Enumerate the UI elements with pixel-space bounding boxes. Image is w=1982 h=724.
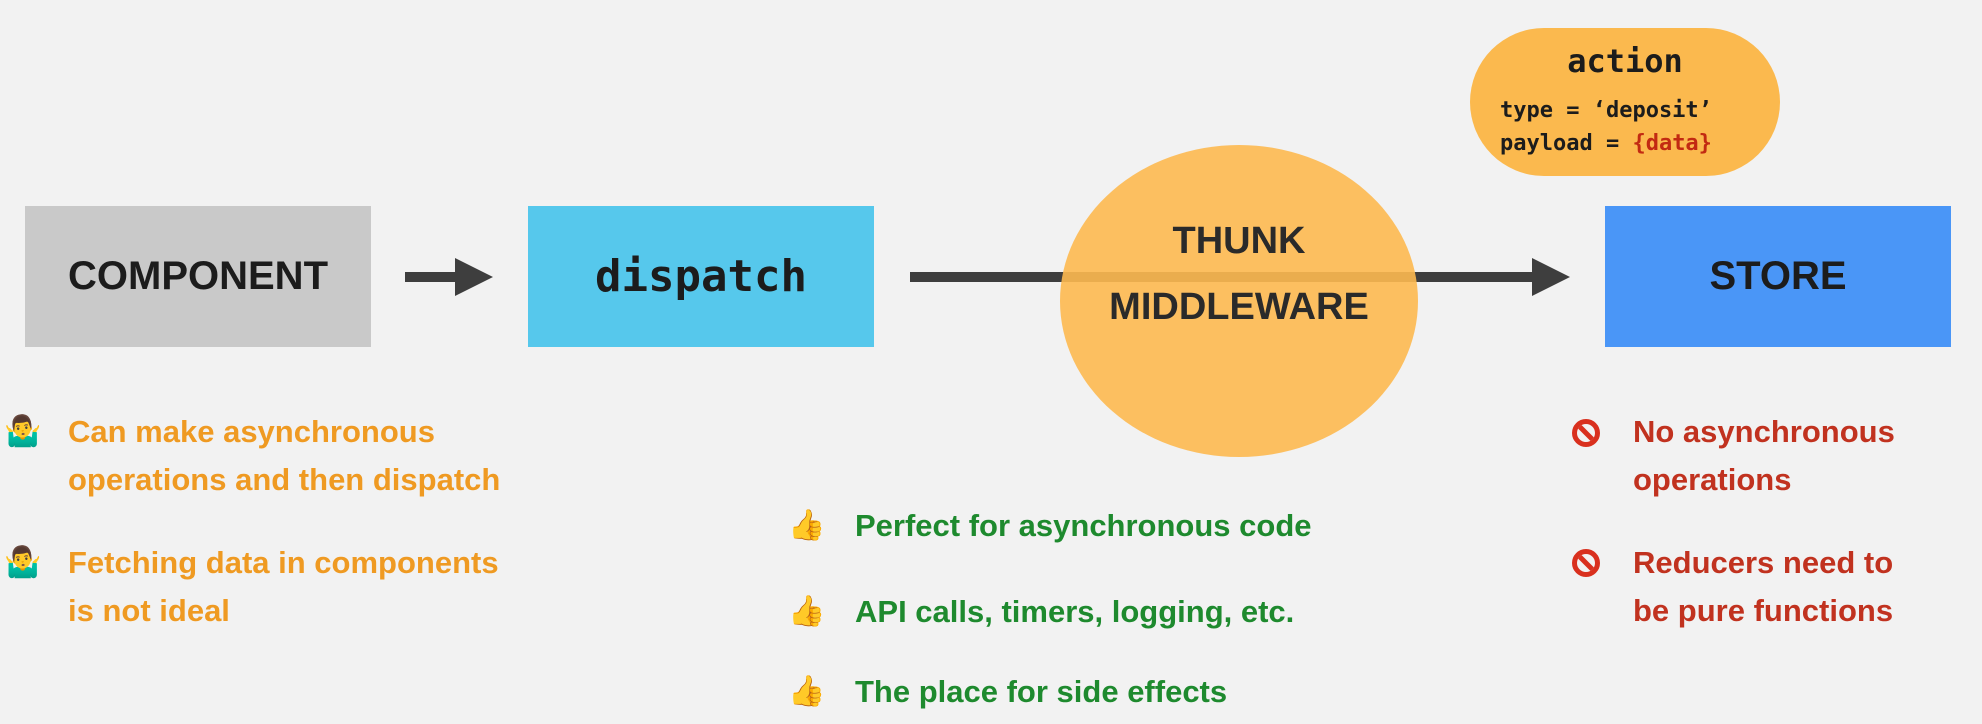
action-title: action bbox=[1567, 42, 1683, 80]
person-shrugging-icon: 🤷‍♂️ bbox=[4, 546, 42, 579]
thumbs-up-icon: 👍 bbox=[788, 509, 826, 542]
store-note-1-line1: No asynchronous bbox=[1633, 414, 1895, 449]
person-shrugging-icon: 🤷‍♂️ bbox=[4, 415, 42, 448]
action-payload-line: payload = {data} bbox=[1500, 131, 1712, 156]
store-label: STORE bbox=[1709, 254, 1847, 298]
arrowhead-to-store bbox=[1532, 258, 1570, 296]
action-payload-prefix: payload = bbox=[1500, 131, 1633, 156]
store-note-2-line1: Reducers need to bbox=[1633, 545, 1894, 580]
arrowhead-component-to-dispatch bbox=[455, 258, 493, 296]
action-type-line: type = ‘deposit’ bbox=[1500, 98, 1712, 123]
thumbs-up-icon: 👍 bbox=[788, 675, 826, 708]
dispatch-label: dispatch bbox=[595, 251, 807, 302]
thunk-label: THUNK bbox=[1172, 220, 1306, 262]
store-note-1: No asynchronous operations bbox=[1633, 408, 1895, 504]
component-note-1-line1: Can make asynchronous bbox=[68, 414, 435, 449]
store-note-1-line2: operations bbox=[1633, 462, 1792, 497]
component-note-2-line2: is not ideal bbox=[68, 593, 230, 628]
store-box: STORE bbox=[1605, 206, 1951, 347]
store-note-2-line2: be pure functions bbox=[1633, 593, 1894, 628]
dispatch-box: dispatch bbox=[528, 206, 874, 347]
component-note-1-line2: operations and then dispatch bbox=[68, 462, 501, 497]
middleware-note-2: API calls, timers, logging, etc. bbox=[855, 594, 1295, 629]
component-label: COMPONENT bbox=[68, 254, 328, 298]
middleware-note-3: The place for side effects bbox=[855, 674, 1228, 709]
arrow-component-to-dispatch bbox=[405, 272, 475, 282]
thumbs-up-icon: 👍 bbox=[788, 595, 826, 628]
prohibited-icon bbox=[1572, 549, 1600, 577]
component-note-1: Can make asynchronous operations and the… bbox=[68, 408, 500, 504]
prohibited-icon bbox=[1572, 419, 1600, 447]
component-note-2-line1: Fetching data in components bbox=[68, 545, 499, 580]
action-payload-value: {data} bbox=[1632, 131, 1712, 156]
middleware-label: MIDDLEWARE bbox=[1109, 286, 1369, 328]
thunk-middleware-circle bbox=[1060, 145, 1418, 457]
component-note-2: Fetching data in components is not ideal bbox=[68, 539, 499, 635]
action-pill: action type = ‘deposit’ payload = {data} bbox=[1470, 28, 1780, 176]
store-note-2: Reducers need to be pure functions bbox=[1633, 539, 1893, 635]
component-box: COMPONENT bbox=[25, 206, 371, 347]
middleware-note-1: Perfect for asynchronous code bbox=[855, 508, 1312, 543]
